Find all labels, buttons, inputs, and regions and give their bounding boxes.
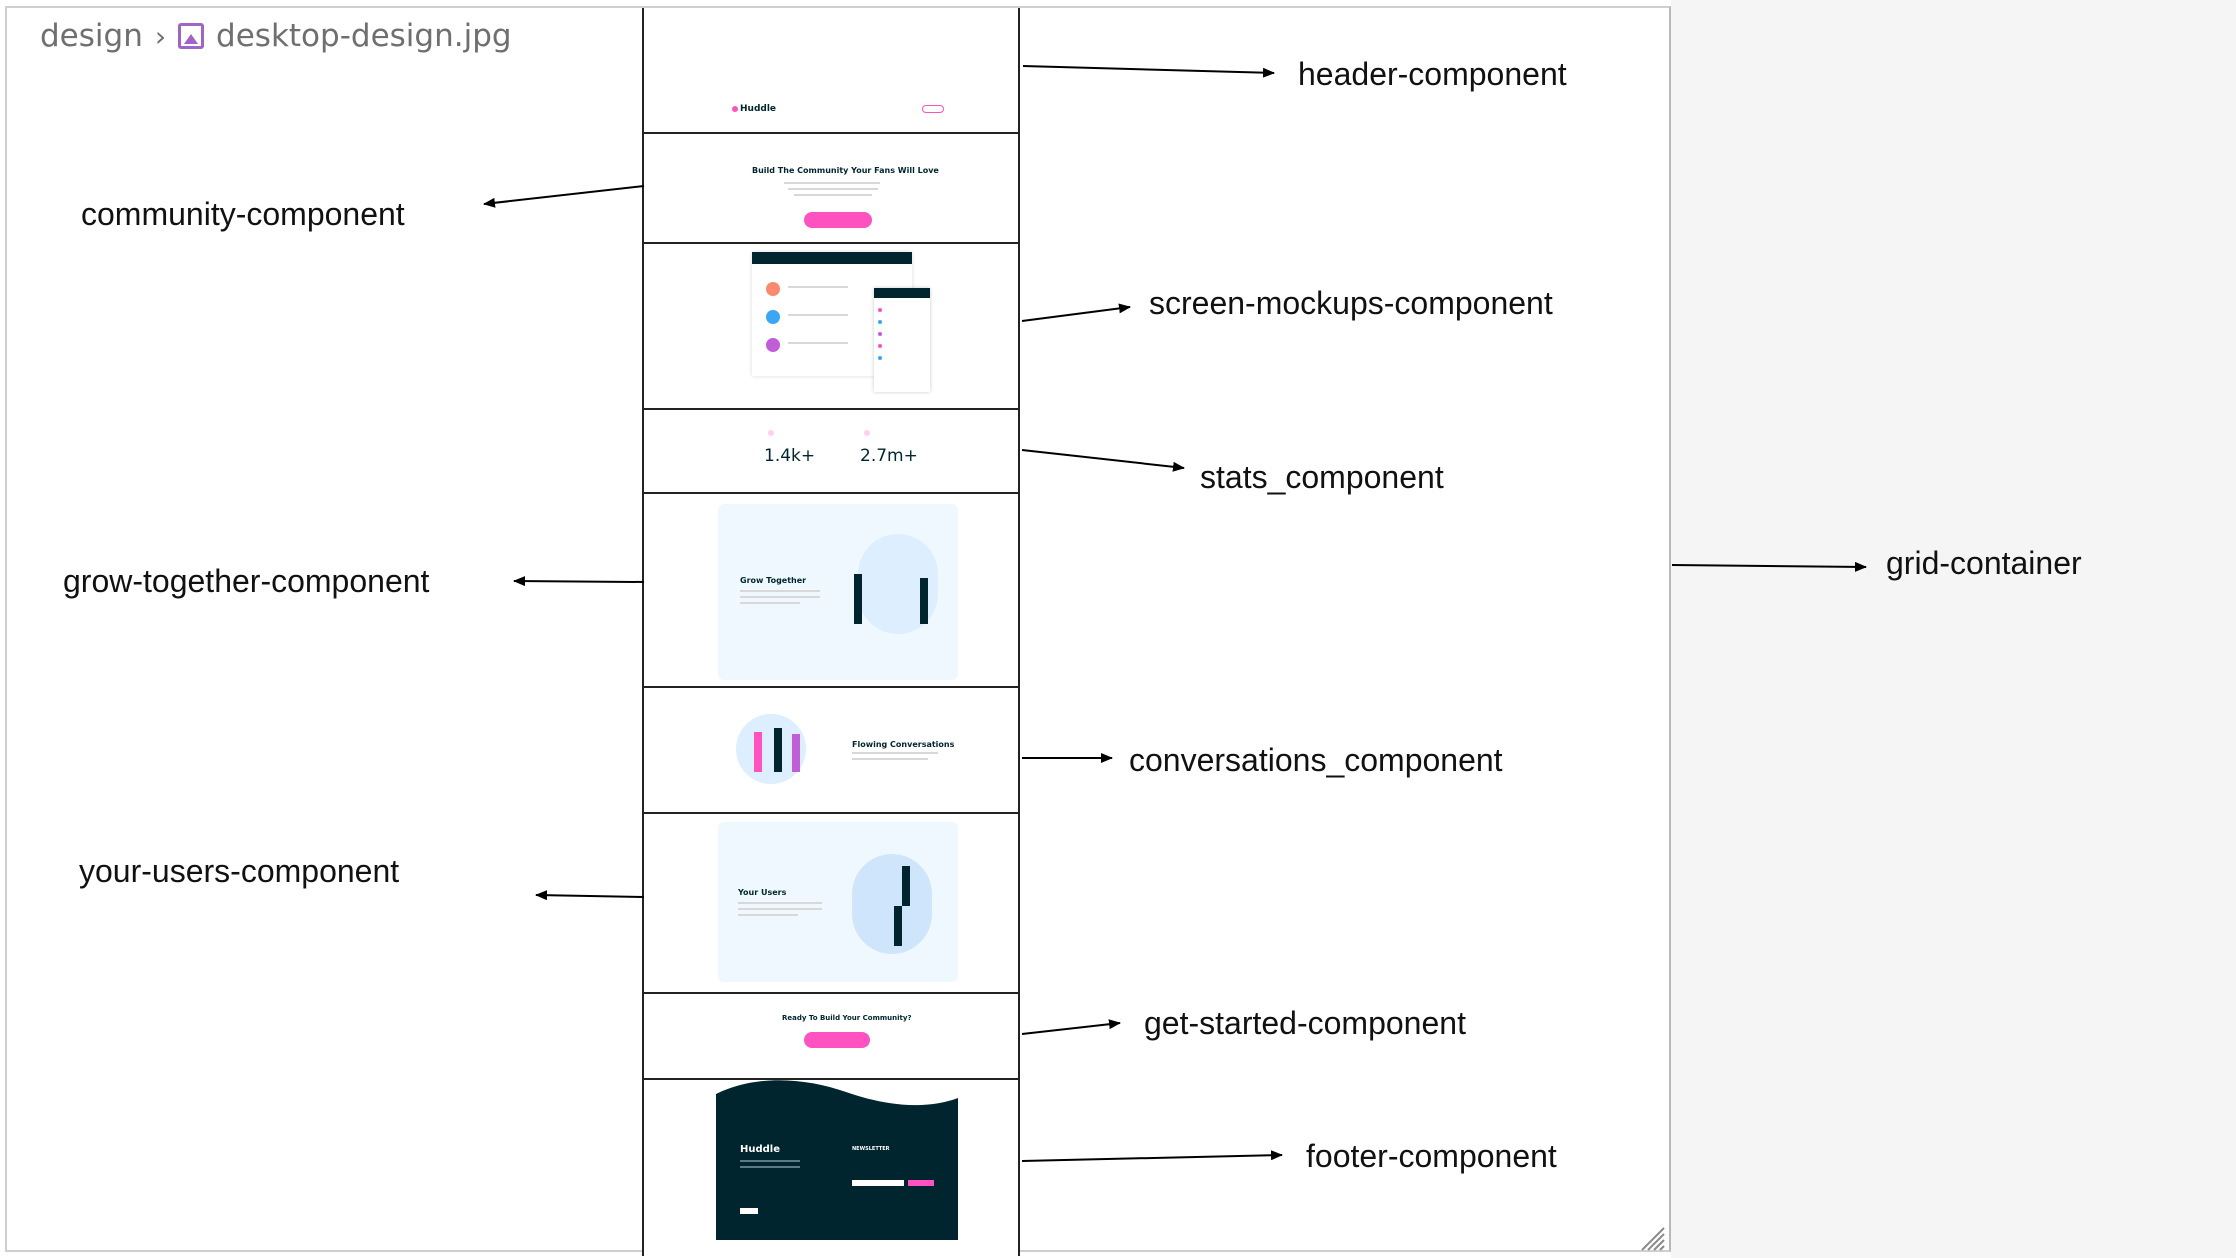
label-community-component: community-component [81, 196, 405, 232]
label-grow-together-component: grow-together-component [63, 563, 430, 599]
screen-mockups-section [644, 244, 1018, 410]
mini-stat-icon [768, 430, 774, 436]
stats-section: 1.4k+ 2.7m+ [644, 410, 1018, 494]
mini-hero-title: Build The Community Your Fans Will Love [752, 166, 939, 175]
mini-brand: Huddle [740, 104, 777, 114]
footer-section: Huddle NEWSLETTER [644, 1080, 1018, 1256]
mini-try-button [922, 105, 944, 113]
mini-footer-brand: Huddle [740, 1144, 781, 1155]
get-started-section: Ready To Build Your Community? [644, 994, 1018, 1080]
mini-get-started-button [804, 212, 872, 228]
grid-container: Huddle Build The Community Your Fans Wil… [642, 8, 1020, 1256]
resize-grip-icon[interactable] [1636, 1222, 1666, 1252]
breadcrumb-file[interactable]: desktop-design.jpg [216, 18, 512, 54]
label-conversations-component: conversations_component [1129, 742, 1503, 778]
mini-users-title: Your Users [738, 888, 787, 897]
mini-newsletter: NEWSLETTER [852, 1146, 890, 1152]
community-section: Build The Community Your Fans Will Love [644, 134, 1018, 244]
breadcrumb-separator: › [154, 19, 167, 53]
mini-conversations-title: Flowing Conversations [852, 740, 955, 749]
label-stats-component: stats_component [1200, 459, 1444, 495]
mini-footer-wave [716, 1080, 958, 1240]
image-file-icon [178, 23, 205, 49]
breadcrumb: design › desktop-design.jpg [40, 14, 512, 58]
conversations-section: Flowing Conversations [644, 688, 1018, 814]
mini-desktop-mockup [752, 252, 912, 376]
breadcrumb-folder[interactable]: design [40, 18, 143, 54]
label-footer-component: footer-component [1306, 1138, 1557, 1174]
grow-together-section: Grow Together [644, 494, 1018, 688]
background-area [1671, 0, 2236, 1258]
label-screen-mockups-component: screen-mockups-component [1149, 285, 1553, 321]
mini-get-started-button [804, 1032, 870, 1048]
logo-icon [732, 106, 738, 112]
label-header-component: header-component [1298, 56, 1567, 92]
your-users-section: Your Users [644, 814, 1018, 994]
label-grid-container: grid-container [1886, 545, 2082, 581]
label-your-users-component: your-users-component [79, 853, 400, 889]
header-section: Huddle [644, 8, 1018, 134]
mini-stat-2: 2.7m+ [860, 446, 918, 466]
mini-stat-1: 1.4k+ [764, 446, 816, 466]
mini-stat-icon [864, 430, 870, 436]
mini-phone-mockup [874, 288, 930, 392]
mini-grow-title: Grow Together [740, 576, 807, 585]
label-get-started-component: get-started-component [1144, 1005, 1466, 1041]
mini-get-started-title: Ready To Build Your Community? [782, 1014, 912, 1022]
